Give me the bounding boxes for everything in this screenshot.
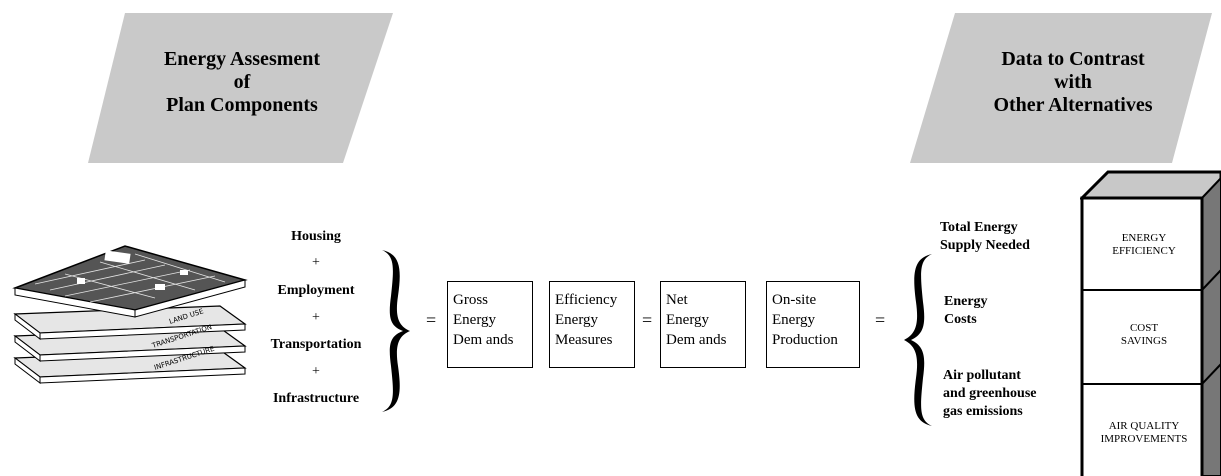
left-banner-title: Energy Assesment of Plan Components xyxy=(163,48,321,116)
plus-sign-2: + xyxy=(312,310,320,325)
results-cube xyxy=(1080,170,1221,476)
opening-brace xyxy=(904,254,932,426)
cube-side-face xyxy=(1201,176,1221,476)
cube-top-face xyxy=(1080,170,1221,200)
equals-sign-2: = xyxy=(642,310,653,330)
plus-sign-1: + xyxy=(312,255,320,270)
closing-brace xyxy=(382,250,410,412)
component-housing: Housing xyxy=(291,229,341,244)
component-infrastructure: Infrastructure xyxy=(272,391,360,406)
right-banner-title: Data to Contrast with Other Alternatives xyxy=(993,48,1153,116)
component-transportation: Transportation xyxy=(270,337,362,352)
plus-sign-3: + xyxy=(312,364,320,379)
left-banner-shape xyxy=(88,13,393,163)
plan-layer-stack-illustration: LAND USE TRANSPORTATION INFRASTRUCTURE xyxy=(12,245,248,385)
cube-front-face xyxy=(1080,196,1204,476)
equals-sign-3: = xyxy=(875,310,886,330)
component-employment: Employment xyxy=(277,283,355,298)
equals-sign-1: = xyxy=(426,310,437,330)
right-banner-shape xyxy=(910,13,1212,163)
